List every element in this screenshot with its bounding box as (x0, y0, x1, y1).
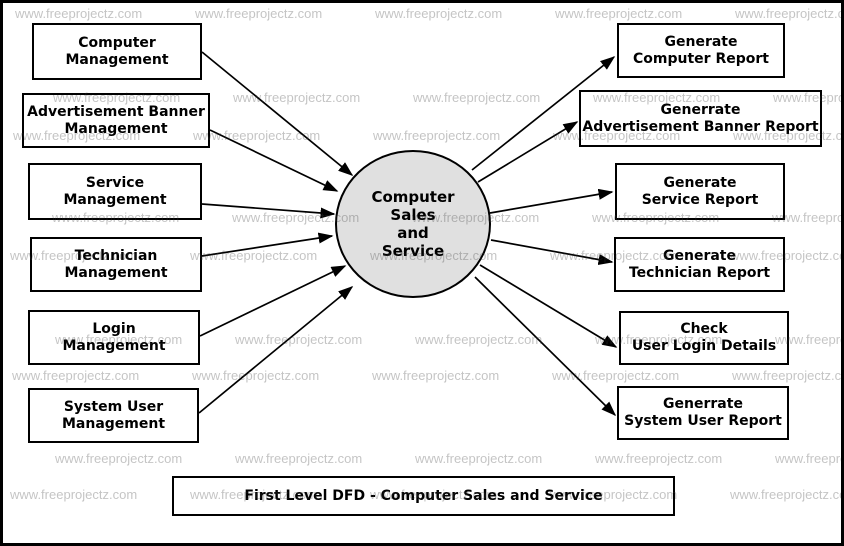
flow-arrow (489, 188, 614, 214)
entity-advertisement-banner-management: Advertisement Banner Management (22, 93, 210, 148)
entity-label: Management (65, 51, 169, 68)
diagram-title: First Level DFD - Computer Sales and Ser… (244, 488, 603, 504)
entity-label: Management (63, 191, 167, 208)
flow-arrow (479, 264, 618, 348)
output-label: System User Report (624, 413, 782, 429)
output-generate-advertisement-banner-report: Generrate Advertisement Banner Report (579, 90, 822, 147)
flow-arrow (490, 239, 614, 265)
output-label: Computer Report (633, 50, 769, 67)
output-label: Service Report (641, 191, 759, 208)
output-label: User Login Details (631, 338, 777, 354)
output-label: Generrate (663, 396, 743, 412)
output-generate-technician-report: Generate Technician Report (614, 237, 785, 292)
entity-label: Advertisement Banner (27, 103, 205, 120)
flow-arrow (474, 276, 617, 417)
flow-arrow (201, 203, 336, 219)
entity-system-user-management: System User Management (28, 388, 199, 443)
process-label: and (397, 224, 429, 242)
entity-label: Management (62, 337, 166, 354)
entity-service-management: Service Management (28, 163, 202, 220)
output-check-user-login-details: Check User Login Details (619, 311, 789, 365)
output-label: Generate (663, 247, 736, 264)
output-label: Advertisement Banner Report (582, 118, 819, 135)
entity-label: Management (61, 415, 166, 432)
output-label: Generrate (660, 101, 741, 118)
output-generate-system-user-report: Generrate System User Report (617, 386, 789, 440)
entity-label: Technician (74, 247, 158, 264)
flow-arrow (198, 286, 354, 414)
entity-login-management: Login Management (28, 310, 200, 365)
flow-arrow (209, 129, 339, 192)
entity-label: Management (64, 264, 168, 281)
output-label: Generate (664, 33, 738, 50)
flow-arrow (201, 232, 334, 257)
entity-label: Service (85, 174, 145, 191)
flow-arrow (201, 51, 354, 176)
output-label: Generate (663, 174, 737, 191)
entity-label: System User (63, 398, 164, 415)
entity-label: Login (92, 320, 136, 337)
process-computer-sales-and-service: Computer Sales and Service (335, 150, 491, 298)
flow-arrow (477, 121, 579, 183)
diagram-title-box: First Level DFD - Computer Sales and Ser… (172, 476, 675, 516)
output-generate-computer-report: Generate Computer Report (617, 23, 785, 78)
entity-computer-management: Computer Management (32, 23, 202, 80)
process-label: Service (381, 242, 445, 260)
entity-label: Computer (78, 34, 156, 51)
process-label: Sales (390, 206, 436, 224)
output-label: Technician Report (628, 264, 771, 281)
entity-technician-management: Technician Management (30, 237, 202, 292)
output-generate-service-report: Generate Service Report (615, 163, 785, 220)
flow-arrow (471, 56, 616, 171)
entity-label: Management (64, 120, 168, 137)
process-label: Computer (371, 188, 455, 206)
output-label: Check (680, 321, 728, 337)
flow-arrow (199, 265, 347, 337)
